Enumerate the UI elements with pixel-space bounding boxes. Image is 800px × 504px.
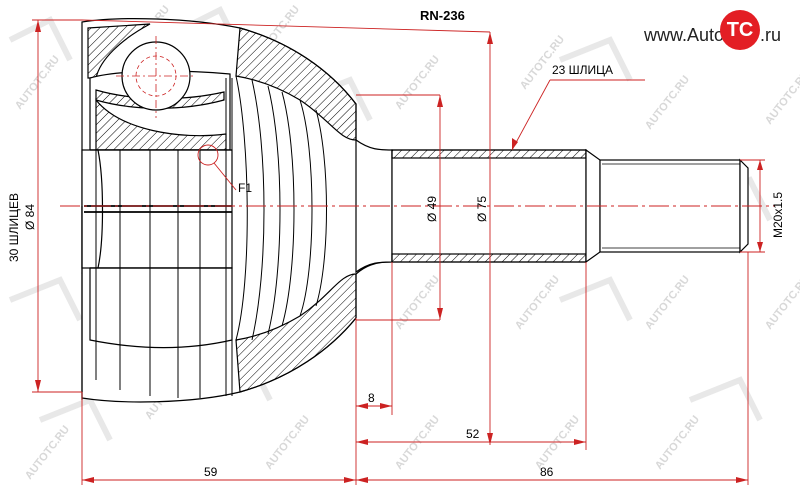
dimension-59: 59 — [204, 465, 218, 479]
watermark-text: AUTOTC.RU — [763, 69, 800, 127]
inner-splines-label: 23 ШЛИЦА — [552, 63, 613, 77]
watermark-text: AUTOTC.RU — [263, 414, 312, 472]
housing — [81, 18, 391, 403]
dimension-arrows — [35, 20, 763, 483]
watermark-text: AUTOTC.RU — [23, 424, 72, 482]
watermark-text: AUTOTC.RU — [393, 54, 442, 112]
outer-diameter-label: Ø 84 — [23, 204, 37, 230]
dimension-lines — [32, 19, 765, 485]
part-number: RN-236 — [420, 8, 465, 23]
watermark-text: AUTOTC.RU — [643, 274, 692, 332]
watermark-text: AUTOTC.RU — [393, 274, 442, 332]
brand-prefix: www.Auto — [644, 24, 725, 45]
watermark-text: AUTOTC.RU — [763, 274, 800, 332]
dimension-52: 52 — [466, 427, 480, 441]
dimension-86: 86 — [540, 465, 554, 479]
brand-tc-badge: TC — [720, 10, 761, 50]
f1-label: F1 — [238, 181, 252, 195]
watermark-text: AUTOTC.RU — [653, 414, 702, 472]
hub-diameter-label: Ø 75 — [475, 196, 489, 222]
thread-label: M20x1.5 — [771, 192, 785, 238]
watermark-text: AUTOTC.RU — [513, 274, 562, 332]
shaft-diameter-label: Ø 49 — [425, 196, 439, 222]
outer-splines-label: 30 ШЛИЦЕВ — [7, 193, 21, 262]
watermark-text: AUTOTC.RU — [643, 74, 692, 132]
brand-suffix: .ru — [760, 24, 782, 45]
watermark-text: AUTOTC.RU — [13, 54, 62, 112]
watermark-text: AUTOTC.RU — [393, 414, 442, 472]
dimension-8: 8 — [368, 391, 375, 405]
